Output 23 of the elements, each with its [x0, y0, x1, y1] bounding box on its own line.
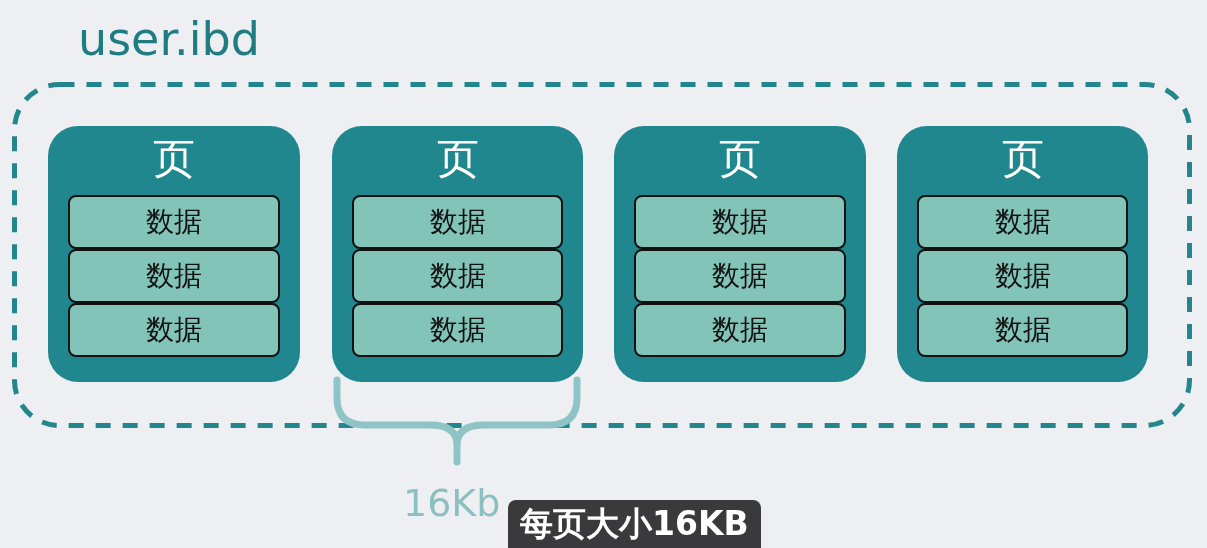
data-row: 数据: [352, 195, 563, 249]
data-row: 数据: [634, 195, 846, 249]
page-heading: 页: [153, 135, 195, 183]
page-heading: 页: [436, 135, 479, 183]
data-row: 数据: [68, 249, 280, 303]
page-heading: 页: [719, 135, 761, 183]
data-row: 数据: [917, 303, 1128, 357]
page-box: [614, 126, 866, 382]
subtitle-caption: 每页大小16KB: [508, 500, 761, 548]
data-row: 数据: [917, 249, 1128, 303]
file-name: user.ibd: [78, 12, 260, 66]
size-label: 16Kb: [403, 481, 501, 525]
page-heading: 页: [1001, 135, 1044, 183]
data-row: 数据: [352, 249, 563, 303]
data-row: 数据: [634, 249, 846, 303]
data-row: 数据: [68, 195, 280, 249]
data-row: 数据: [917, 195, 1128, 249]
data-row: 数据: [68, 303, 280, 357]
data-row: 数据: [352, 303, 563, 357]
page-box: [897, 126, 1148, 382]
data-row: 数据: [634, 303, 846, 357]
page-box: [48, 126, 300, 382]
page-box: [332, 126, 583, 382]
